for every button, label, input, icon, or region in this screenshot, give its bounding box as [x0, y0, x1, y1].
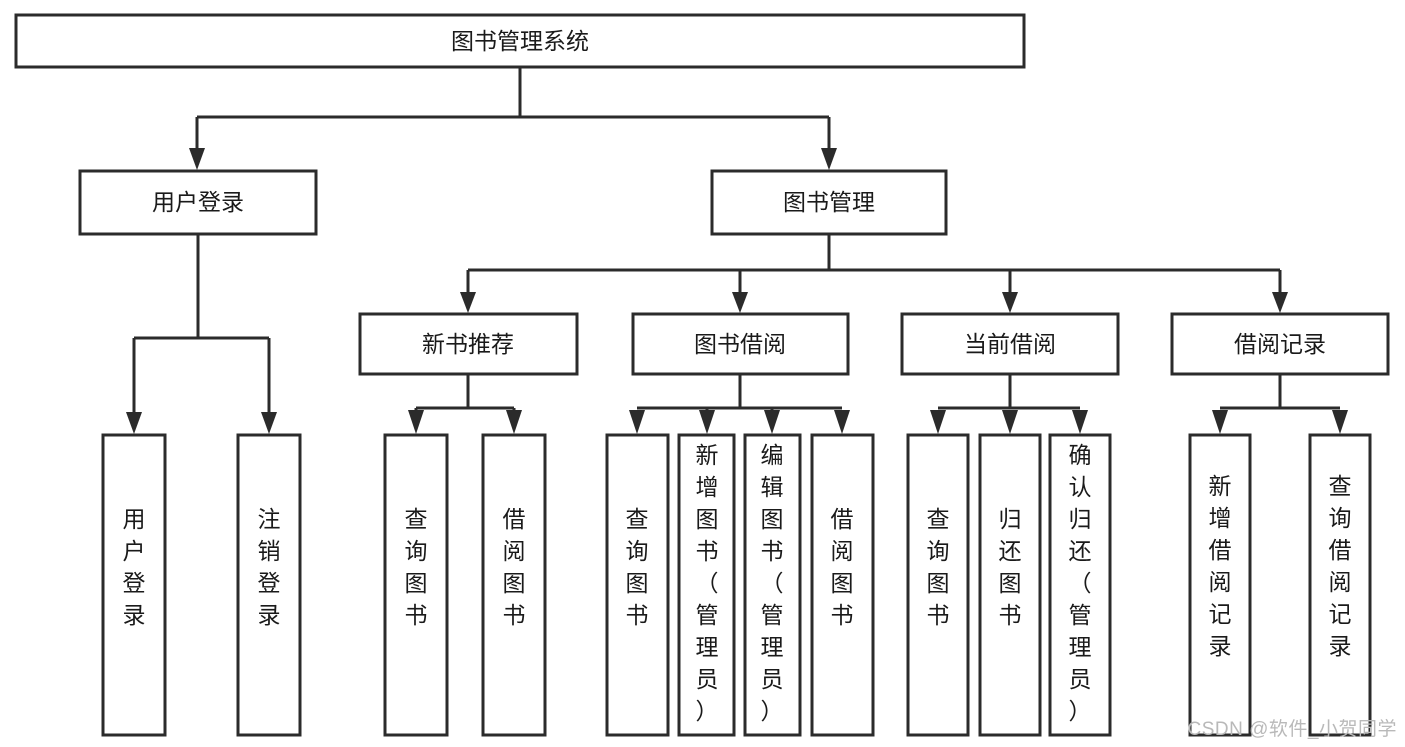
node-root[interactable]: 图书管理系统 — [14, 13, 1026, 69]
arrow-head-records — [1272, 292, 1288, 313]
leaf-borrow-book-borrow-label: 借阅图书 — [831, 506, 854, 628]
leaf-add-borrow-record-label: 新增借阅记录 — [1209, 473, 1232, 659]
arrow-head-leaf-borrow-book-1 — [506, 410, 522, 434]
leaf-return-book-label: 归还图书 — [999, 506, 1022, 628]
arrow-head-leaf-query-book-3 — [930, 410, 946, 434]
node-book-borrow-label: 图书借阅 — [694, 331, 786, 357]
leaf-return-book[interactable]: 归还图书 — [978, 433, 1042, 737]
arrow-head-leaf-query-record — [1332, 410, 1348, 434]
leaf-query-borrow-record-label: 查询借阅记录 — [1329, 473, 1352, 659]
leaf-add-borrow-record-box[interactable] — [1188, 433, 1252, 737]
node-book-borrow-box[interactable] — [631, 312, 850, 376]
arrow-head-leaf-edit-book — [764, 410, 780, 434]
node-root-label: 图书管理系统 — [451, 28, 589, 54]
leaf-query-book-newbook[interactable]: 查询图书 — [383, 433, 449, 737]
node-borrow-records-box[interactable] — [1170, 312, 1390, 376]
arrow-head-current — [1002, 292, 1018, 313]
leaf-query-book-current-box[interactable] — [906, 433, 970, 737]
leaf-edit-book-admin[interactable]: 编辑图书（管理员） — [743, 433, 802, 737]
node-user-login-label: 用户登录 — [152, 189, 244, 215]
arrow-head-leaf-user-login — [126, 412, 142, 434]
arrow-head-leaf-confirm-return — [1072, 410, 1088, 434]
arrow-head-leaf-logout — [261, 412, 277, 434]
node-book-management-label: 图书管理 — [783, 189, 875, 215]
leaf-borrow-book-borrow[interactable]: 借阅图书 — [810, 433, 875, 737]
node-user-login[interactable]: 用户登录 — [78, 169, 318, 236]
arrow-head-user-login — [189, 148, 205, 170]
node-borrow-records[interactable]: 借阅记录 — [1170, 312, 1390, 376]
node-root-box[interactable] — [14, 13, 1026, 69]
arrow-head-book-mgmt — [821, 148, 837, 170]
arrow-head-leaf-add-book — [699, 410, 715, 434]
leaf-add-book-admin-box[interactable] — [677, 433, 736, 737]
node-user-login-box[interactable] — [78, 169, 318, 236]
leaf-confirm-return-admin-box[interactable] — [1048, 433, 1112, 737]
leaf-return-book-box[interactable] — [978, 433, 1042, 737]
leaf-logout-box[interactable] — [236, 433, 302, 737]
leaf-borrow-book-newbook[interactable]: 借阅图书 — [481, 433, 547, 737]
arrow-head-leaf-return-book — [1002, 410, 1018, 434]
node-current-borrow-box[interactable] — [900, 312, 1120, 376]
leaf-add-book-admin[interactable]: 新增图书（管理员） — [677, 433, 736, 737]
arrow-head-leaf-borrow-book-2 — [834, 410, 850, 434]
leaf-borrow-book-borrow-box[interactable] — [810, 433, 875, 737]
leaf-query-borrow-record-box[interactable] — [1308, 433, 1372, 737]
leaf-borrow-book-newbook-label: 借阅图书 — [503, 506, 526, 628]
csdn-watermark: CSDN @软件_小贺同学 — [1187, 719, 1397, 740]
leaf-query-book-current-label: 查询图书 — [927, 506, 950, 628]
arrow-head-borrow — [732, 292, 748, 313]
arrow-head-newbook — [460, 292, 476, 313]
node-new-book-recommend-box[interactable] — [358, 312, 579, 376]
leaf-user-login[interactable]: 用户登录 — [101, 433, 167, 737]
leaf-logout[interactable]: 注销登录 — [236, 433, 302, 737]
leaf-query-book-current[interactable]: 查询图书 — [906, 433, 970, 737]
leaf-query-book-newbook-box[interactable] — [383, 433, 449, 737]
leaf-confirm-return-admin-label: 确认归还（管理员） — [1069, 442, 1092, 724]
leaf-logout-label: 注销登录 — [258, 506, 281, 628]
leaf-edit-book-admin-box[interactable] — [743, 433, 802, 737]
leaf-edit-book-admin-label: 编辑图书（管理员） — [761, 442, 784, 724]
leaf-query-book-newbook-label: 查询图书 — [405, 506, 428, 628]
node-new-book-recommend-label: 新书推荐 — [422, 331, 514, 357]
leaf-borrow-book-newbook-box[interactable] — [481, 433, 547, 737]
leaf-query-book-borrow-label: 查询图书 — [626, 506, 649, 628]
arrow-head-leaf-query-book-2 — [629, 410, 645, 434]
leaf-user-login-label: 用户登录 — [123, 506, 146, 628]
node-book-management[interactable]: 图书管理 — [710, 169, 948, 236]
leaf-add-borrow-record[interactable]: 新增借阅记录 — [1188, 433, 1252, 737]
node-borrow-records-label: 借阅记录 — [1234, 331, 1326, 357]
node-new-book-recommend[interactable]: 新书推荐 — [358, 312, 579, 376]
leaf-user-login-box[interactable] — [101, 433, 167, 737]
leaf-query-book-borrow-box[interactable] — [605, 433, 670, 737]
node-book-management-box[interactable] — [710, 169, 948, 236]
node-current-borrow-label: 当前借阅 — [964, 331, 1056, 357]
node-book-borrow[interactable]: 图书借阅 — [631, 312, 850, 376]
arrow-head-leaf-add-record — [1212, 410, 1228, 434]
leaf-query-book-borrow[interactable]: 查询图书 — [605, 433, 670, 737]
node-current-borrow[interactable]: 当前借阅 — [900, 312, 1120, 376]
connector-layer — [126, 67, 1348, 434]
leaf-add-book-admin-label: 新增图书（管理员） — [696, 442, 719, 724]
leaf-confirm-return-admin[interactable]: 确认归还（管理员） — [1048, 433, 1112, 737]
leaf-query-borrow-record[interactable]: 查询借阅记录 — [1308, 433, 1372, 737]
arrow-head-leaf-query-book-1 — [408, 410, 424, 434]
